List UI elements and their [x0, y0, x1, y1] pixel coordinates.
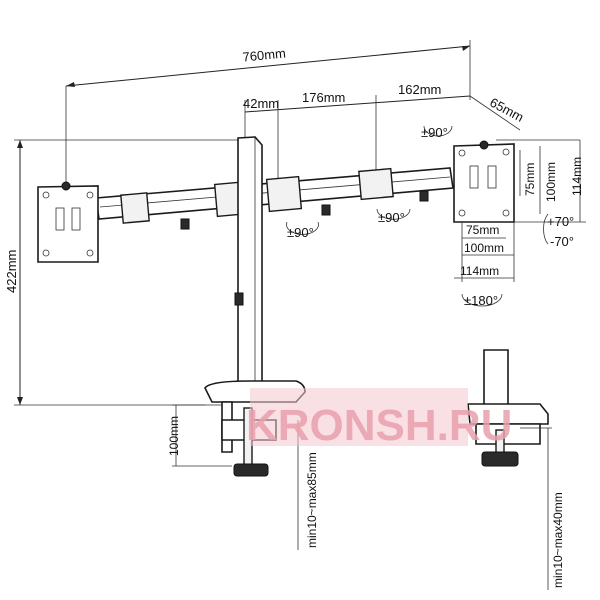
rotate-label: ±180° [464, 293, 498, 308]
tilt-down-label: -70° [550, 234, 574, 249]
desk-clamp-right: min10~max40mm [467, 349, 565, 590]
height-dimension: 422mm [4, 139, 245, 406]
vesa-width-dimensions: 75mm 100mm 114mm [454, 222, 515, 282]
depth-label: 65mm [487, 95, 526, 125]
total-width-label: 760mm [242, 45, 287, 64]
vesa-plate-left [37, 181, 99, 263]
offset-dimensions: 42mm 176mm 162mm [243, 82, 471, 185]
arm-joint-left [120, 192, 150, 224]
clamp-height-label: 100mm [167, 416, 181, 456]
angle-labels: ±90° ±90° ±90° +70° -70° ±180° [286, 125, 574, 308]
vesa-plate-right [453, 140, 515, 223]
watermark: KRONSH.RU [246, 388, 512, 450]
clamp-range-2-label: min10~max40mm [551, 492, 565, 588]
swivel-2-label: ±90° [287, 225, 314, 240]
total-width-dimension: 760mm [65, 40, 471, 185]
vesa-w-large-label: 100mm [464, 241, 504, 255]
watermark-text: KRONSH.RU [246, 401, 512, 450]
vesa-h-total-label: 114mm [570, 157, 584, 196]
desk-clamp-left: 100mm min10~max85mm [167, 380, 319, 550]
offset-c-label: 162mm [398, 82, 441, 97]
height-label: 422mm [4, 250, 19, 293]
arm-joint-right [358, 167, 394, 201]
offset-b-label: 176mm [302, 90, 345, 105]
vesa-h-small-label: 75mm [523, 163, 537, 196]
offset-a-label: 42mm [243, 96, 279, 111]
tilt-up-label: +70° [547, 214, 574, 229]
vesa-h-large-label: 100mm [544, 162, 558, 202]
clamp-knob-left [233, 463, 269, 477]
arm-joint-center-right [265, 175, 303, 213]
vesa-w-total-label: 114mm [460, 264, 499, 278]
depth-dimension: 65mm [469, 95, 580, 141]
pole-cable-clip [234, 292, 244, 306]
swivel-1-label: ±90° [421, 125, 448, 140]
vesa-w-small-label: 75mm [466, 223, 499, 237]
clamp-range-1-label: min10~max85mm [305, 452, 319, 548]
swivel-3-label: ±90° [378, 210, 405, 225]
vesa-height-dimensions: 75mm 100mm 114mm [514, 140, 586, 223]
clamp-knob-right [481, 451, 519, 467]
main-pole [234, 136, 263, 399]
